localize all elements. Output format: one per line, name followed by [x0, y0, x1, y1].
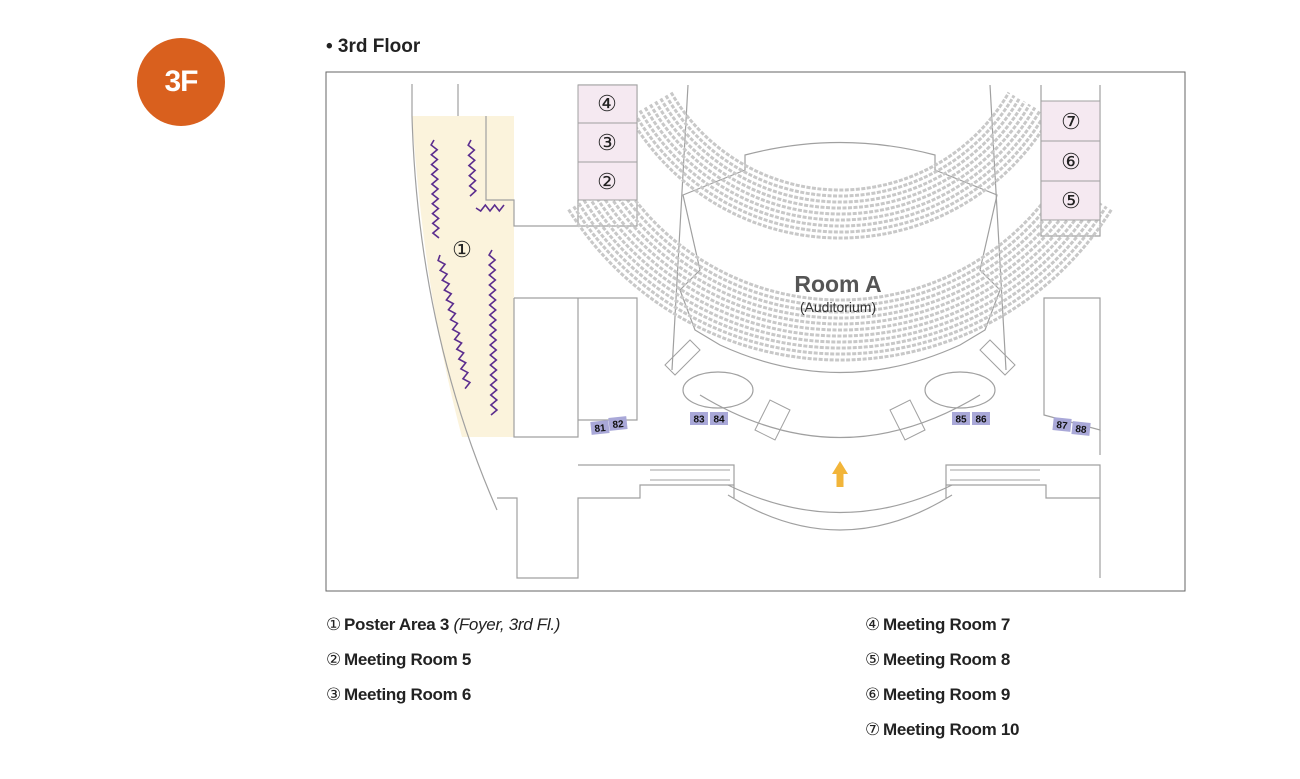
meeting-room-9[interactable]	[1040, 140, 1101, 182]
booth-88[interactable]: 88	[1071, 421, 1091, 436]
meeting-rooms	[577, 84, 1101, 221]
booth-number: 82	[612, 419, 625, 431]
seat-row	[669, 91, 1011, 192]
poster-board	[475, 203, 505, 213]
poster-boards	[430, 139, 505, 416]
marker-7: ⑦	[1061, 109, 1081, 134]
seat-row	[597, 189, 1083, 326]
booth-number: 86	[975, 415, 987, 426]
seat-row	[659, 97, 1021, 204]
booth-86[interactable]: 86	[972, 412, 990, 426]
stairs	[650, 339, 1040, 481]
seat-row	[628, 115, 1052, 240]
booth-number: 81	[594, 423, 607, 435]
meeting-room-5[interactable]	[577, 161, 638, 201]
seat-row	[608, 183, 1072, 314]
booth-number: 88	[1075, 424, 1088, 436]
marker-4: ④	[597, 91, 617, 116]
poster-board	[437, 254, 472, 390]
poster-board	[467, 139, 478, 197]
poster-board	[487, 249, 499, 416]
poster-board	[430, 139, 441, 239]
seat-row	[572, 205, 1108, 356]
booth-84[interactable]: 84	[710, 412, 728, 426]
seat-row	[602, 186, 1078, 320]
booth-number: 83	[693, 415, 705, 426]
floor-badge: 3F	[137, 38, 225, 126]
booth-85[interactable]: 85	[952, 412, 970, 426]
seat-row	[664, 94, 1016, 198]
marker-2: ②	[597, 169, 617, 194]
seat-row	[582, 199, 1098, 344]
seat-row	[592, 192, 1088, 332]
meeting-room-10[interactable]	[1040, 100, 1101, 142]
seat-row	[618, 176, 1062, 302]
booth-83[interactable]: 83	[690, 412, 708, 426]
meeting-room-8[interactable]	[1040, 180, 1101, 221]
seat-row	[649, 103, 1031, 216]
marker-3: ③	[597, 130, 617, 155]
booth-number: 84	[713, 415, 725, 426]
booths: 81 82 83 84 85 86 87 88	[590, 412, 1091, 436]
marker-5: ⑤	[1061, 188, 1081, 213]
seat-row	[577, 202, 1103, 350]
booth-number: 87	[1056, 420, 1069, 432]
entrance-arrow-icon	[832, 461, 848, 487]
poster-area-3[interactable]	[412, 116, 514, 437]
room-a-label[interactable]: Room A	[794, 271, 881, 297]
booth-82[interactable]: 82	[608, 416, 628, 431]
booth-87[interactable]: 87	[1052, 417, 1072, 432]
marker-6: ⑥	[1061, 149, 1081, 174]
auditorium-seating	[567, 91, 1113, 362]
room-a-subtitle: (Auditorium)	[800, 299, 876, 315]
marker-1: ①	[452, 237, 472, 262]
seat-row	[633, 112, 1047, 234]
seat-row	[638, 109, 1042, 228]
seat-row	[587, 196, 1093, 338]
seat-row	[613, 180, 1067, 308]
seat-row	[654, 100, 1026, 210]
booth-number: 85	[955, 415, 967, 426]
booth-81[interactable]: 81	[590, 420, 610, 435]
page-title: • 3rd Floor	[326, 36, 421, 57]
